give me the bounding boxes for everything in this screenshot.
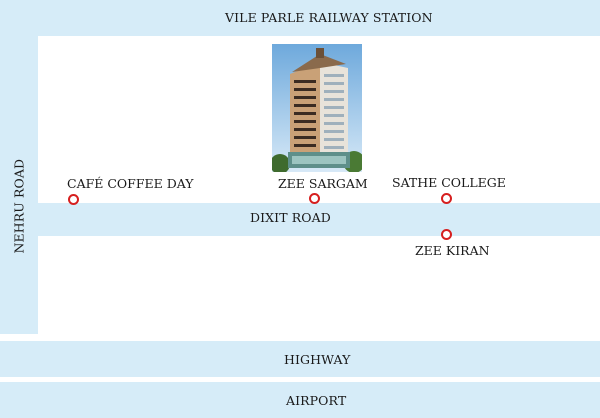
dixit-road-label: DIXIT ROAD bbox=[250, 210, 331, 225]
zee-kiran-marker[interactable] bbox=[441, 229, 452, 240]
cafe-coffee-day-label: CAFÉ COFFEE DAY bbox=[67, 176, 194, 191]
sathe-college-label: SATHE COLLEGE bbox=[392, 175, 506, 190]
airport-label: AIRPORT bbox=[286, 393, 347, 408]
dixit-road bbox=[38, 203, 600, 236]
zee-sargam-marker[interactable] bbox=[309, 193, 320, 204]
airport-road bbox=[0, 382, 600, 418]
railway-station-label: VILE PARLE RAILWAY STATION bbox=[225, 10, 433, 25]
zee-sargam-label: ZEE SARGAM bbox=[278, 176, 368, 191]
highway-label: HIGHWAY bbox=[284, 352, 351, 367]
building-icon bbox=[272, 44, 362, 172]
nehru-road-label: NEHRU ROAD bbox=[11, 158, 27, 254]
highway-road bbox=[0, 341, 600, 377]
sathe-college-marker[interactable] bbox=[441, 193, 452, 204]
vile-parle-railway-station-road bbox=[0, 0, 600, 36]
zee-kiran-label: ZEE KIRAN bbox=[415, 243, 490, 258]
nehru-road bbox=[0, 36, 38, 334]
cafe-coffee-day-marker[interactable] bbox=[68, 194, 79, 205]
